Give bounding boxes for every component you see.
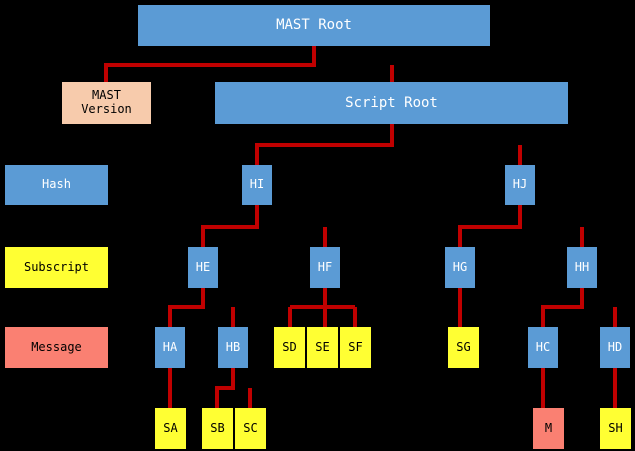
node-hg-label: HG — [452, 259, 468, 274]
edge-hi — [201, 205, 327, 247]
node-hj: HJ — [505, 165, 535, 205]
node-sh-label: SH — [608, 420, 623, 435]
edge-script-root — [255, 124, 522, 165]
edge-hj — [458, 205, 584, 247]
node-hb: HB — [218, 327, 248, 368]
edge-he-segment — [168, 288, 205, 327]
node-hb-label: HB — [225, 339, 241, 354]
node-mast-root-label: MAST Root — [276, 17, 352, 34]
node-m-label: M — [544, 420, 553, 435]
node-sb: SB — [202, 408, 233, 449]
node-he: HE — [188, 247, 218, 288]
node-hc: HC — [528, 327, 558, 368]
node-se: SE — [307, 327, 338, 368]
legend-legend-subscript-label: Subscript — [23, 259, 90, 274]
node-m: M — [533, 408, 564, 449]
node-sc-label: SC — [243, 420, 258, 435]
edge-hj-segment — [458, 205, 522, 247]
node-hg: HG — [445, 247, 475, 288]
node-hd-label: HD — [607, 339, 623, 354]
node-se-label: SE — [315, 339, 330, 354]
edge-script-root-segment — [255, 124, 394, 165]
node-sa: SA — [155, 408, 186, 449]
node-sf: SF — [340, 327, 371, 368]
legend-legend-message-label: Message — [31, 339, 82, 354]
node-sg: SG — [448, 327, 479, 368]
node-hd: HD — [600, 327, 630, 368]
node-sh: SH — [600, 408, 631, 449]
node-mast-version: MAST Version — [62, 82, 151, 124]
node-hh: HH — [567, 247, 597, 288]
legend-legend-hash: Hash — [5, 165, 108, 205]
legend-legend-subscript: Subscript — [5, 247, 108, 288]
node-script-root-label: Script Root — [345, 94, 438, 111]
edge-hh-segment — [541, 288, 584, 327]
edge-hf — [288, 288, 357, 327]
node-mast-version-label: MAST Version — [81, 88, 132, 116]
edge-hb — [215, 368, 252, 408]
node-sd-label: SD — [282, 339, 297, 354]
node-sc: SC — [235, 408, 266, 449]
node-ha-label: HA — [162, 339, 178, 354]
edge-hh — [541, 288, 617, 327]
node-sa-label: SA — [163, 420, 178, 435]
node-mast-root: MAST Root — [138, 5, 490, 46]
node-hc-label: HC — [535, 339, 551, 354]
node-script-root: Script Root — [215, 82, 568, 124]
node-sg-label: SG — [456, 339, 471, 354]
edge-hb-segment — [215, 368, 235, 408]
node-sd: SD — [274, 327, 305, 368]
legend-legend-message: Message — [5, 327, 108, 368]
legend-legend-hash-label: Hash — [42, 177, 71, 192]
edge-hi-segment — [201, 205, 259, 247]
node-he-label: HE — [195, 259, 211, 274]
node-sb-label: SB — [210, 420, 225, 435]
node-hh-label: HH — [574, 259, 590, 274]
edge-he — [168, 288, 235, 327]
edge-mast-root-segment — [104, 46, 316, 82]
node-hf-label: HF — [317, 259, 333, 274]
node-hi-label: HI — [249, 177, 265, 192]
node-hi: HI — [242, 165, 272, 205]
node-sf-label: SF — [348, 339, 363, 354]
node-hf: HF — [310, 247, 340, 288]
edge-mast-root — [104, 46, 394, 82]
node-hj-label: HJ — [512, 177, 528, 192]
node-ha: HA — [155, 327, 185, 368]
